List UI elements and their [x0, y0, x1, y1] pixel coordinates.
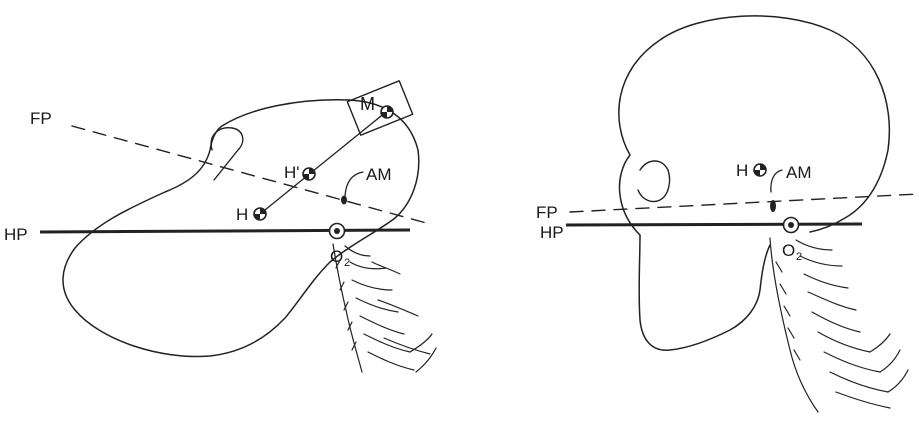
- right-am-label: AM: [786, 163, 812, 182]
- point-m-marker: [381, 106, 393, 118]
- right-point-h-marker: [754, 164, 766, 176]
- m-h-axis-line: [260, 112, 386, 214]
- right-o-label: O: [782, 241, 795, 260]
- left-o2-marker: [330, 224, 345, 239]
- right-fp-label: FP: [536, 203, 558, 222]
- right-o2-marker: [784, 218, 799, 233]
- right-hp-line: [566, 224, 862, 225]
- left-am-point: [341, 196, 347, 205]
- right-skull-outline: [619, 16, 890, 350]
- point-h-prime-marker: [303, 168, 315, 180]
- left-am-pointer: [345, 172, 363, 196]
- left-hp-line: [40, 230, 410, 232]
- left-am-label: AM: [366, 165, 392, 184]
- right-figure: FP HP H AM O 2: [536, 16, 918, 412]
- right-o-subscript: 2: [796, 251, 802, 263]
- left-h-prime-label: H': [284, 163, 300, 182]
- point-h-marker: [254, 208, 266, 220]
- right-h-label: H: [736, 161, 748, 180]
- left-o-subscript: 2: [344, 257, 350, 269]
- left-o-label: O: [330, 247, 343, 266]
- right-am-pointer: [771, 170, 782, 192]
- left-m-label: M: [360, 94, 375, 114]
- head-holder-box: [347, 81, 412, 135]
- right-hp-label: HP: [540, 223, 564, 242]
- left-hp-label: HP: [4, 225, 28, 244]
- right-orbit-contour: [638, 161, 670, 202]
- right-cervical-spine: [770, 238, 908, 412]
- right-am-point: [770, 200, 776, 212]
- left-fp-label: FP: [30, 109, 52, 128]
- left-orbit-contour: [211, 128, 243, 180]
- left-figure: FP HP M H' H AM O 2: [4, 81, 436, 372]
- left-h-label: H: [236, 205, 248, 224]
